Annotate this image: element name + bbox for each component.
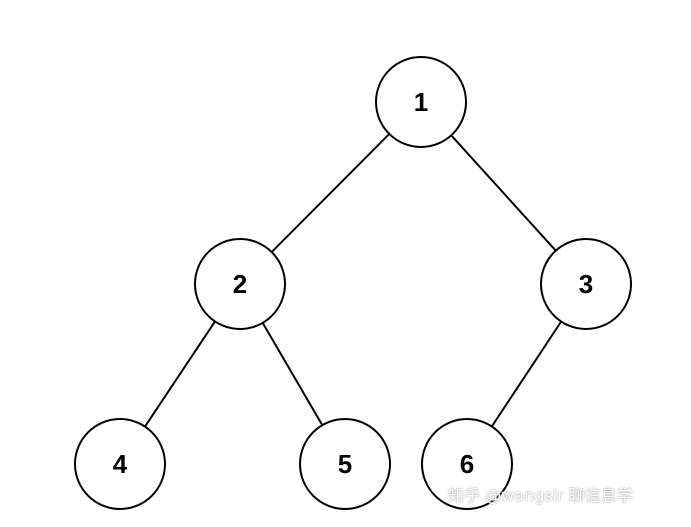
node-circle (375, 56, 467, 148)
tree-node-2: 2 (194, 238, 286, 330)
tree-node-5: 5 (299, 418, 391, 510)
node-circle (299, 418, 391, 510)
node-label: 5 (338, 449, 352, 479)
tree-node-3: 3 (540, 238, 632, 330)
tree-node-4: 4 (74, 418, 166, 510)
node-circle (194, 238, 286, 330)
node-label: 3 (579, 269, 593, 299)
node-label: 6 (460, 449, 474, 479)
edge-n2-n5 (261, 322, 324, 426)
tree-nodes: 1 2 3 4 5 6 (74, 56, 632, 510)
watermark: 知乎 @wangsir 聊信息学 (448, 486, 633, 505)
edge-n1-n3 (450, 134, 557, 252)
node-circle (74, 418, 166, 510)
edge-n3-n6 (490, 320, 563, 428)
tree-edges (144, 133, 563, 428)
node-circle (540, 238, 632, 330)
node-label: 1 (414, 87, 428, 117)
tree-node-1: 1 (375, 56, 467, 148)
tree-node-6: 6 (421, 418, 513, 510)
node-label: 4 (113, 449, 128, 479)
node-circle (421, 418, 513, 510)
edge-n2-n4 (144, 320, 216, 428)
edge-n1-n2 (270, 133, 391, 253)
node-label: 2 (233, 269, 247, 299)
